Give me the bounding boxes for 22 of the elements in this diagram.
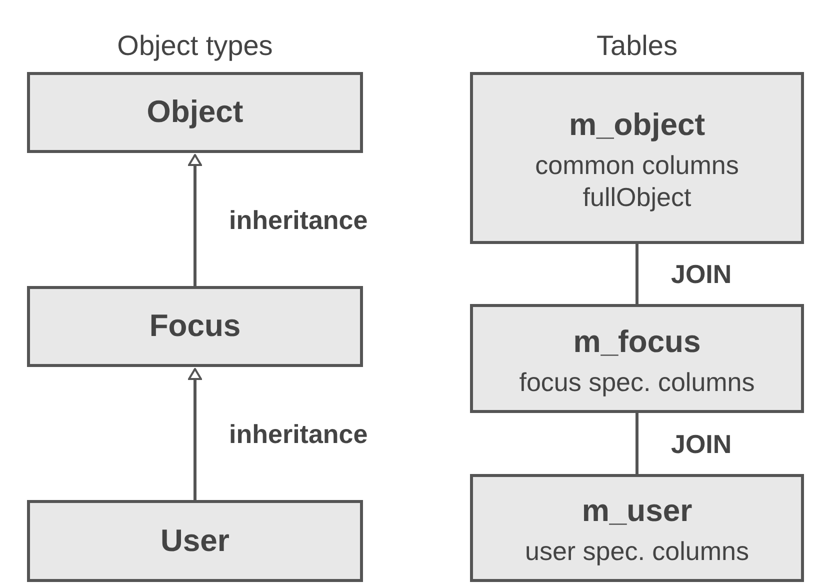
box-title: m_object <box>568 106 706 144</box>
box-title: m_focus <box>573 322 701 361</box>
box-title: m_user <box>582 492 692 530</box>
table-box <box>27 286 363 367</box>
box-title: Object <box>146 93 244 132</box>
box-title: User <box>160 522 230 560</box>
table-box <box>27 72 363 153</box>
arrow <box>188 368 202 500</box>
box-title: Focus <box>149 307 241 346</box>
table-box <box>470 304 804 413</box>
table-box <box>470 72 804 244</box>
table-box <box>470 474 804 582</box>
column-heading: Object types <box>117 29 273 63</box>
connector-line <box>636 413 638 474</box>
box-text: focus spec. columns <box>519 366 755 398</box>
box-text: fullObject <box>582 181 692 214</box>
box-text: user spec. columns <box>525 535 749 568</box>
table-box <box>27 500 363 582</box>
box-text: common columns <box>535 148 739 182</box>
connector-line <box>636 244 638 304</box>
column-heading: Tables <box>596 29 678 63</box>
arrow <box>188 154 202 286</box>
